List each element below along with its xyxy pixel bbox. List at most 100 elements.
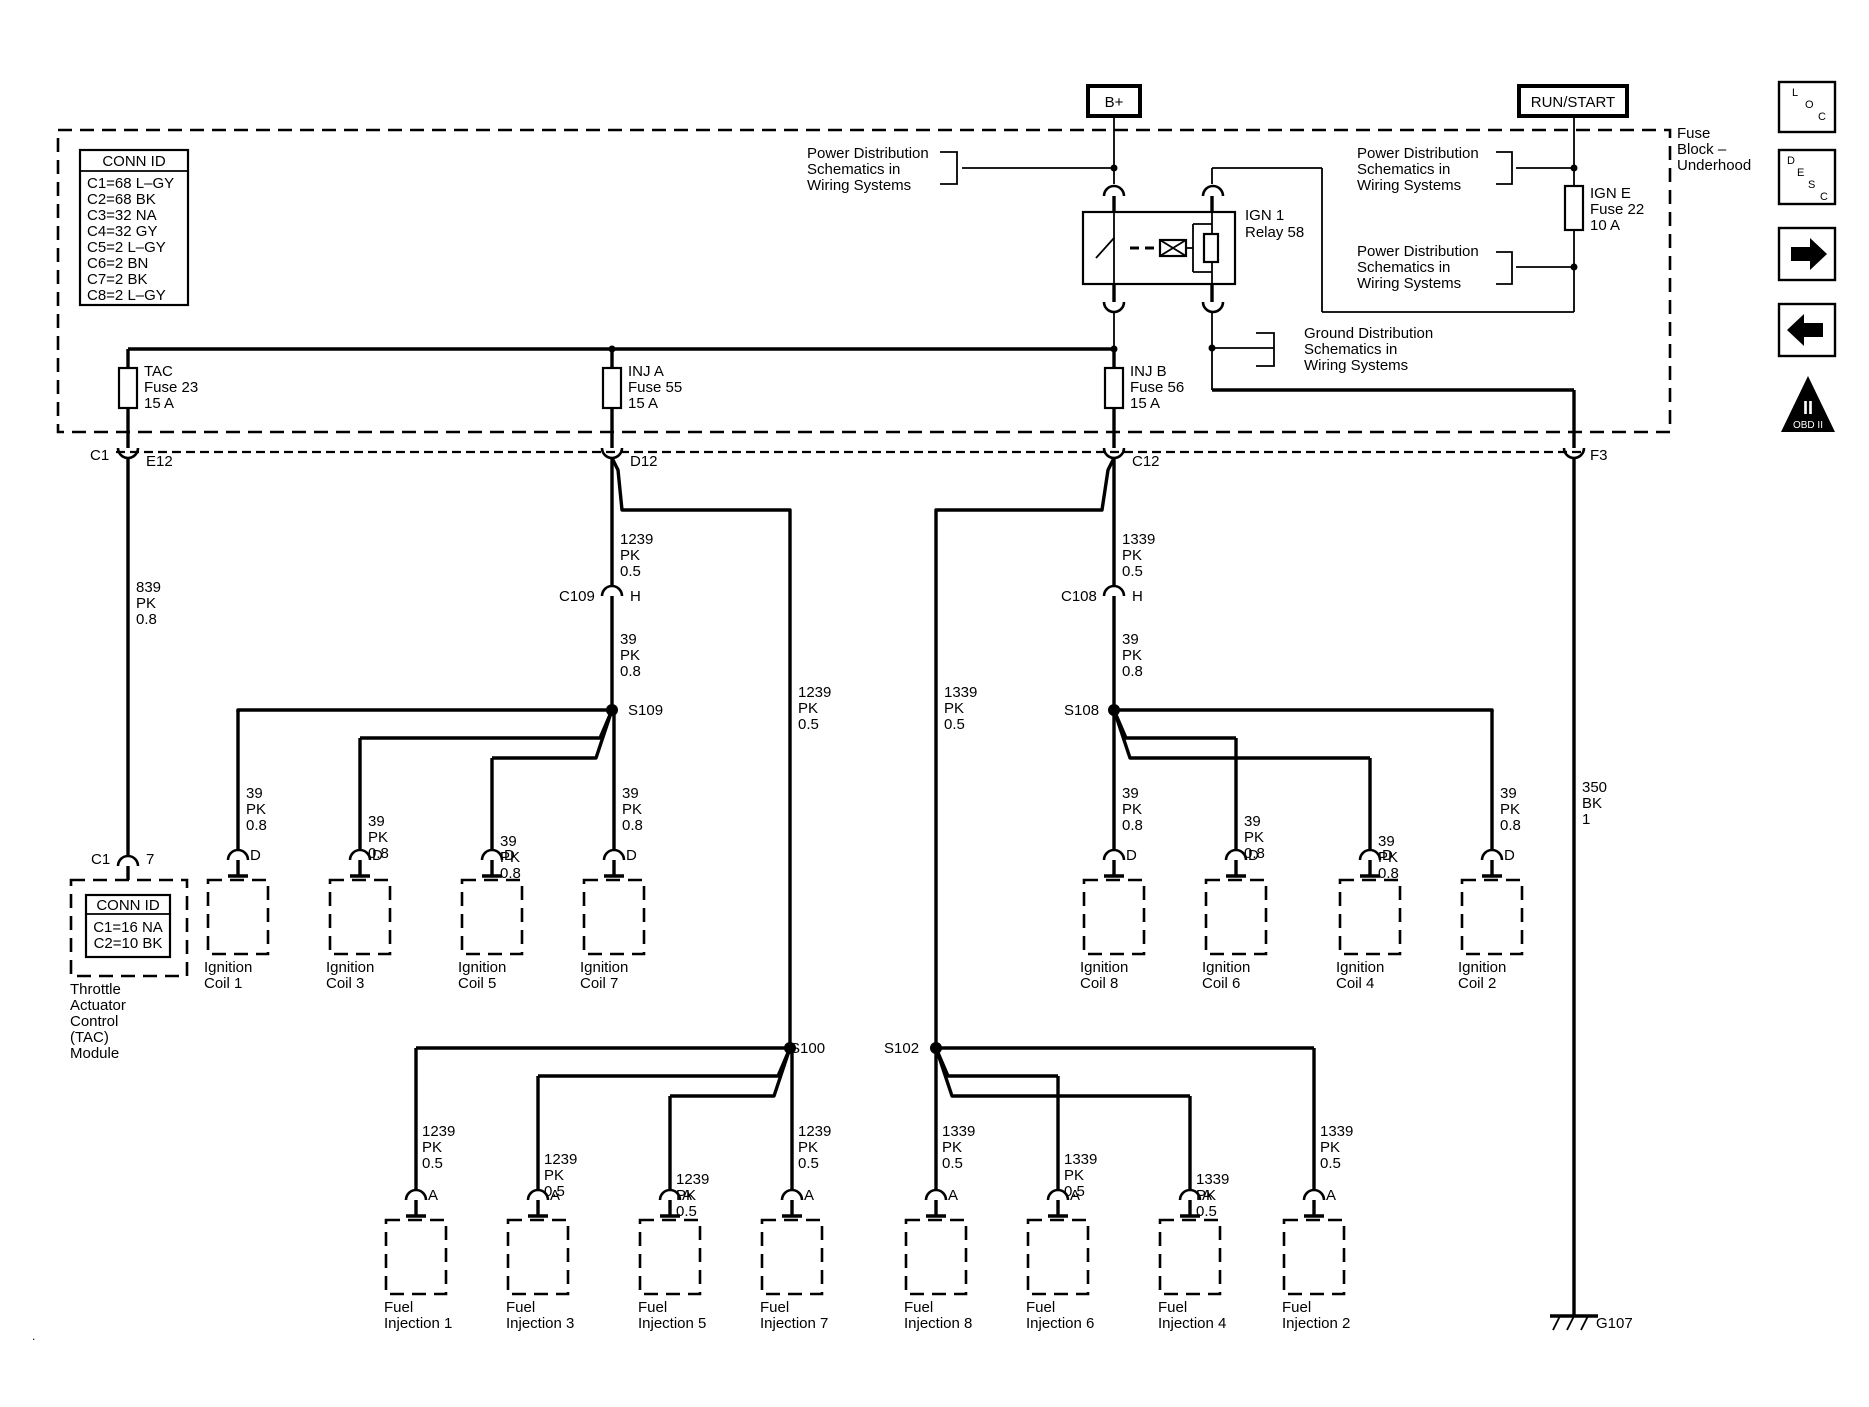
back-button[interactable]	[1777, 302, 1837, 358]
wire-label: PK	[676, 1187, 696, 1204]
c109-label: C109	[559, 588, 595, 605]
component-outline	[638, 1218, 702, 1296]
relay-feed-wiring	[940, 116, 1585, 313]
tac-circuit	[69, 458, 189, 978]
pin-label: A	[1202, 1187, 1212, 1204]
tac-module-label-4: (TAC)	[70, 1029, 109, 1046]
component-label-line2: Coil 1	[204, 975, 242, 992]
fuse-inj-b	[1103, 349, 1125, 448]
wire-label: 0.5	[676, 1203, 697, 1220]
desc-letter-4: C	[1820, 191, 1828, 203]
component-label-line2: Injection 6	[1026, 1315, 1094, 1332]
wire-label: 39	[246, 785, 263, 802]
fuse-block-outline	[56, 128, 1672, 434]
w39-left-top-label-3: 0.8	[620, 663, 641, 680]
conn-id-row: C8=2 L–GY	[87, 287, 166, 304]
fuse-bus	[128, 312, 1118, 353]
component-outline	[1282, 1218, 1346, 1296]
w1339-top-label-2: PK	[1122, 547, 1142, 564]
component-outline	[328, 878, 392, 956]
arrow-right-icon	[1791, 238, 1827, 270]
wire-label: PK	[246, 801, 266, 818]
component-label-line2: Coil 8	[1080, 975, 1118, 992]
conn-id-row: C4=32 GY	[87, 223, 157, 240]
wire-label: PK	[1500, 801, 1520, 818]
wire-label: 39	[1244, 813, 1261, 830]
b-plus-source: B+	[1086, 84, 1142, 118]
w1239-top-label-1: 1239	[620, 531, 653, 548]
wire-label: PK	[1064, 1167, 1084, 1184]
component-label-line2: Coil 7	[580, 975, 618, 992]
wire-label: 39	[1378, 833, 1395, 850]
pin-label: D	[626, 847, 637, 864]
wire-label: 39	[1500, 785, 1517, 802]
component-label-line2: Injection 3	[506, 1315, 574, 1332]
obd-ii-badge[interactable]: II OBD II	[1781, 376, 1835, 432]
wire-label: PK	[1320, 1139, 1340, 1156]
b-plus-label: B+	[1105, 94, 1124, 111]
wire-label: 0.8	[1500, 817, 1521, 834]
component-label-line2: Coil 4	[1336, 975, 1374, 992]
desc-letter-3: S	[1808, 179, 1815, 191]
pd-ref-top-right-2: Schematics in	[1357, 161, 1450, 178]
wire-label: 1339	[1196, 1171, 1229, 1188]
w839-label-3: 0.8	[136, 611, 157, 628]
obd-roman-text: II	[1803, 398, 1813, 418]
wire-label: 1339	[1064, 1151, 1097, 1168]
pin-label: D	[1382, 847, 1393, 864]
wire-label: 1239	[544, 1151, 577, 1168]
component-outline	[1026, 1218, 1090, 1296]
loc-button[interactable]: L O C	[1777, 80, 1837, 134]
tac-c1-label: C1	[91, 851, 110, 868]
pin-label: D	[504, 847, 515, 864]
d12-label: D12	[630, 453, 658, 470]
obd-triangle-icon	[1781, 376, 1835, 432]
pd-ref-top-left-1: Power Distribution	[807, 145, 929, 162]
component-outline	[582, 878, 646, 956]
wire-label: PK	[368, 829, 388, 846]
component-label-line1: Fuel	[760, 1299, 789, 1316]
tac-conn-row-1: C1=16 NA	[93, 919, 163, 936]
component-label-line2: Injection 7	[760, 1315, 828, 1332]
wire-label: 0.8	[1378, 865, 1399, 882]
component-outline	[460, 878, 524, 956]
component-label-line1: Fuel	[638, 1299, 667, 1316]
wire-label: 1239	[422, 1123, 455, 1140]
tac-module-label-3: Control	[70, 1013, 118, 1030]
pin-label: A	[428, 1187, 438, 1204]
wire-label: PK	[1196, 1187, 1216, 1204]
component-label-line2: Injection 4	[1158, 1315, 1226, 1332]
wire-label: 0.5	[942, 1155, 963, 1172]
component-label-line1: Ignition	[1458, 959, 1506, 976]
wire-label: 39	[622, 785, 639, 802]
component-label-line2: Coil 6	[1202, 975, 1240, 992]
c1-label: C1	[90, 447, 109, 464]
wire-label: 0.8	[368, 845, 389, 862]
tac-module-label-2: Actuator	[70, 997, 126, 1014]
w1339-top-label-3: 0.5	[1122, 563, 1143, 580]
pin-label: A	[804, 1187, 814, 1204]
forward-button[interactable]	[1777, 226, 1837, 282]
desc-button[interactable]: D E S C	[1777, 148, 1837, 206]
ground-wire	[1550, 458, 1598, 1331]
component-label-line2: Coil 3	[326, 975, 364, 992]
component-outline	[206, 878, 270, 956]
pin-label: D	[1248, 847, 1259, 864]
c108-pin-label: H	[1132, 588, 1143, 605]
tac-pin-label: 7	[146, 851, 154, 868]
relay-ground-wiring	[1208, 312, 1576, 448]
wire-label: 0.5	[1196, 1203, 1217, 1220]
